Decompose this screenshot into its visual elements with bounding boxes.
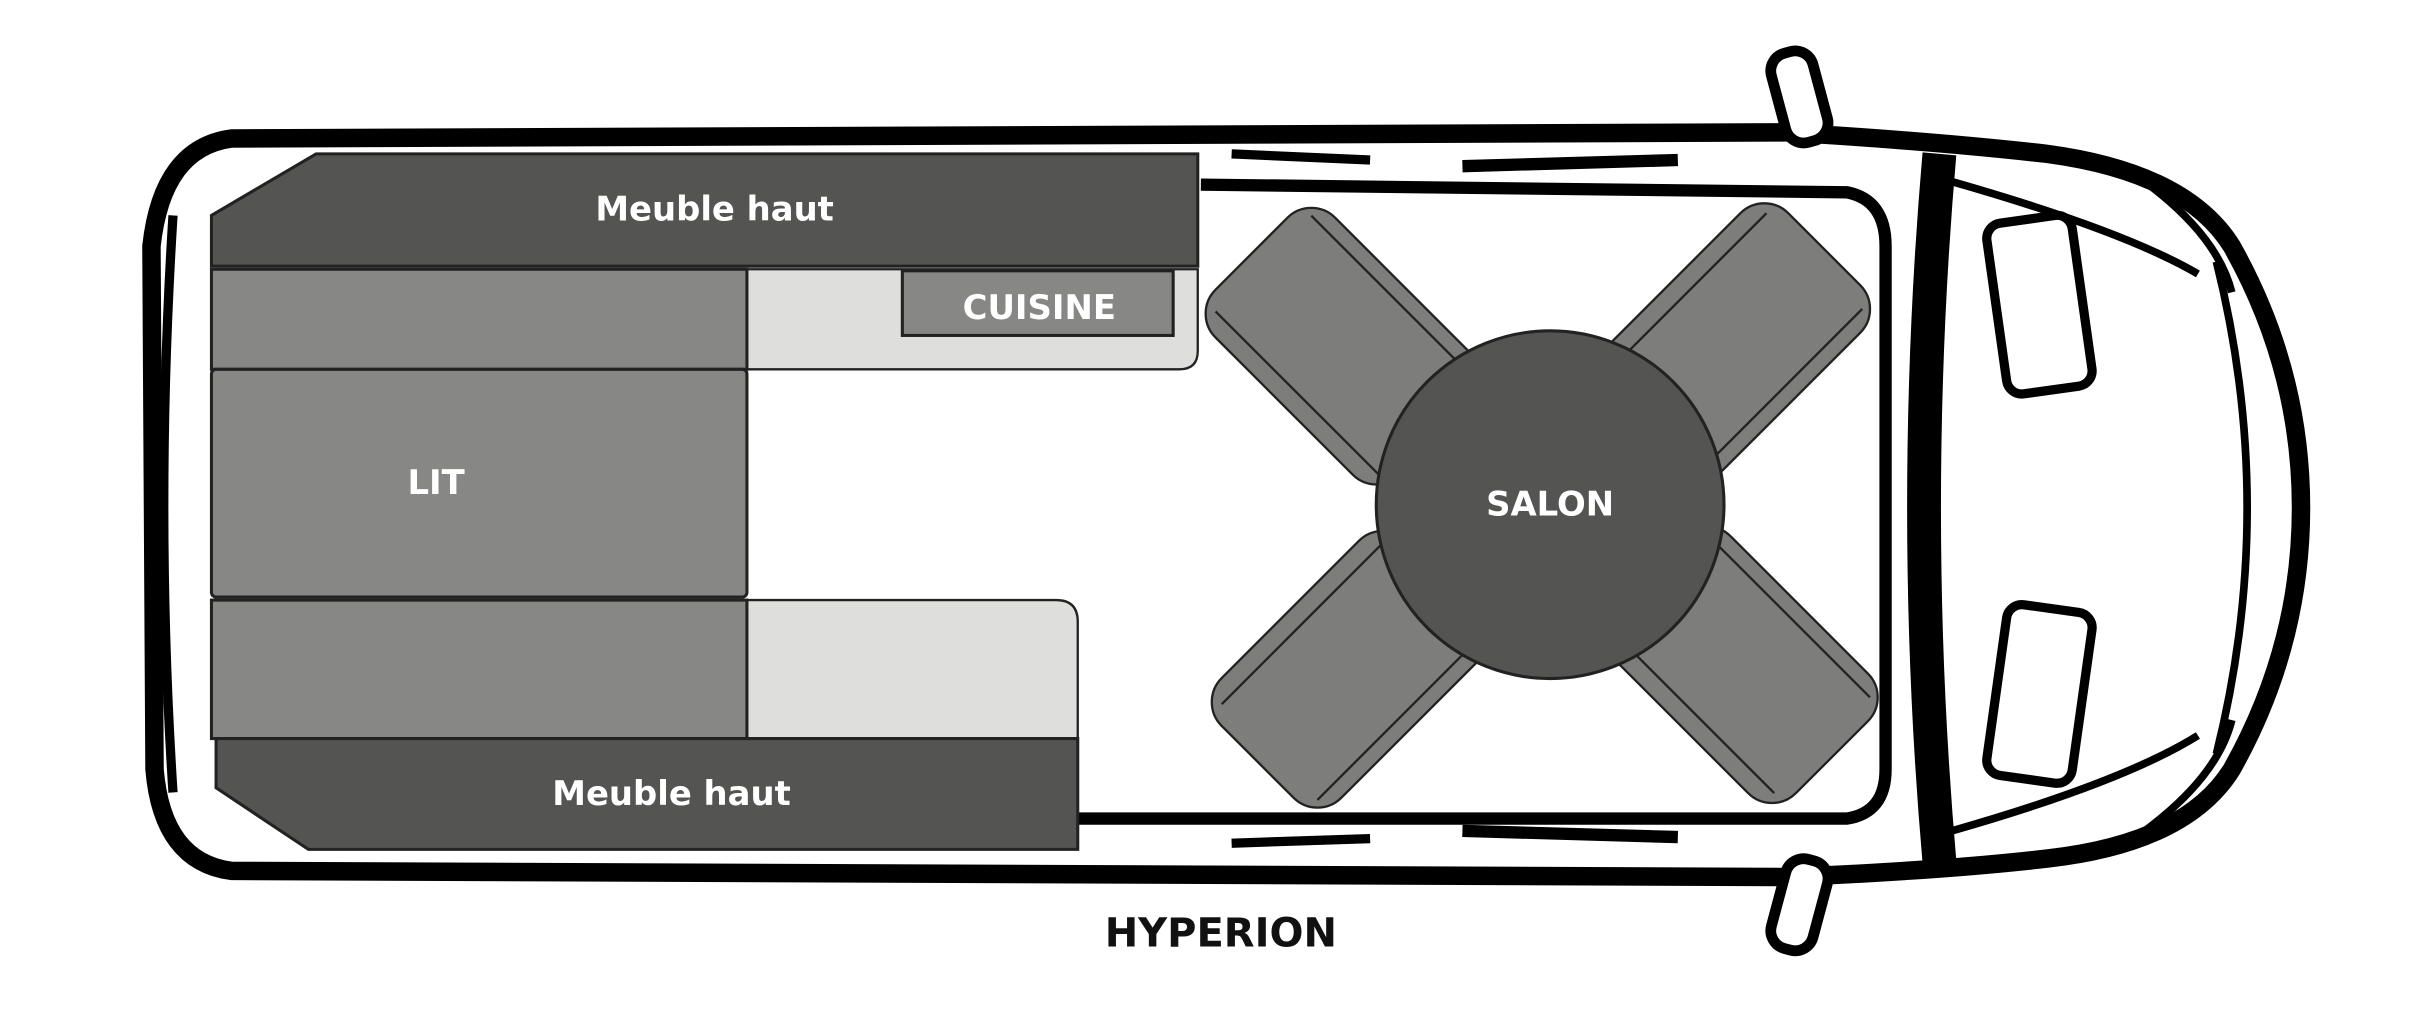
bed-section-main [209,367,749,599]
kitchen-label: CUISINE [963,288,1116,327]
bottom-cabinet [214,737,1080,851]
lounge-label: SALON [1486,485,1614,524]
mirror-top [1765,45,1834,149]
bed-label: LIT [407,463,464,502]
bottom-cabinet-label: Meuble haut [552,774,790,813]
mirror-bottom [1765,853,1834,957]
bed-section-bottom [209,598,749,741]
top-cabinet [209,152,1200,268]
top-cabinet-label: Meuble haut [595,189,834,228]
bed-section-top [209,267,749,371]
side-counter [745,598,1079,740]
plan-title: HYPERION [1105,911,1337,957]
kitchen-block [900,269,1175,337]
lounge-table [1374,329,1726,681]
van-body [142,123,2311,887]
